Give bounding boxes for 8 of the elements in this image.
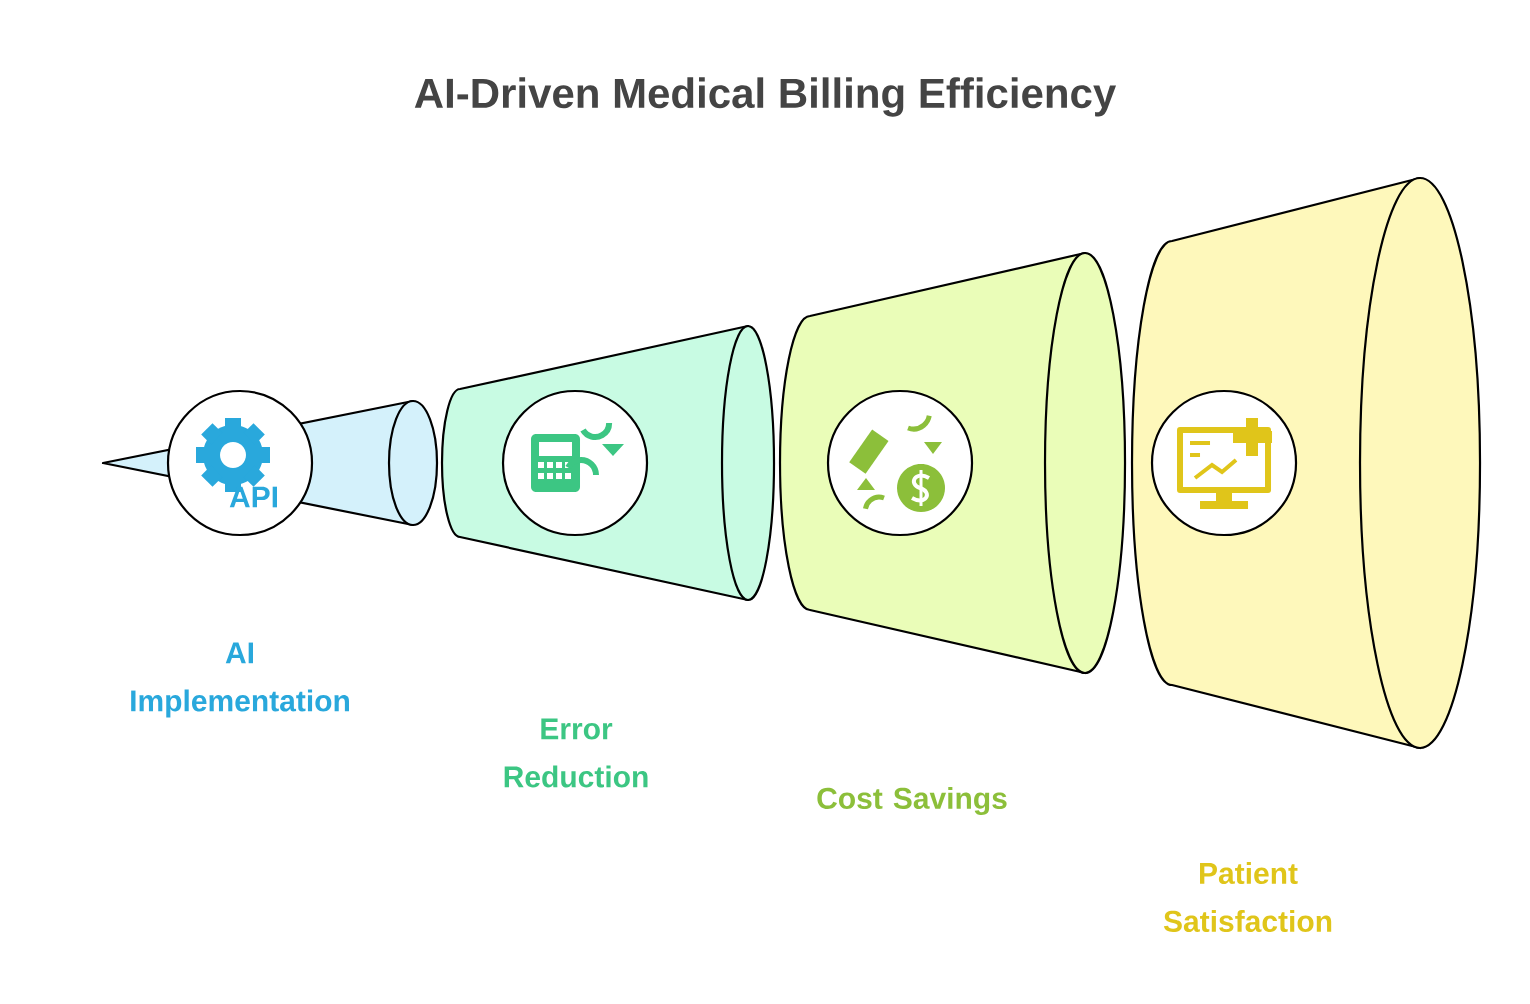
- segment-label: Cost Savings: [817, 786, 1007, 816]
- funnel-segment: [1130, 176, 1482, 750]
- segment-label: Error Reduction: [504, 718, 648, 788]
- segment-label: Patient Satisfaction: [1163, 862, 1332, 933]
- segment-label: AI Implementation: [131, 642, 349, 718]
- funnel-segment: [440, 324, 776, 602]
- title: AI-Driven Medical Billing Efficiency: [414, 77, 1117, 117]
- funnel-segment: [778, 251, 1127, 675]
